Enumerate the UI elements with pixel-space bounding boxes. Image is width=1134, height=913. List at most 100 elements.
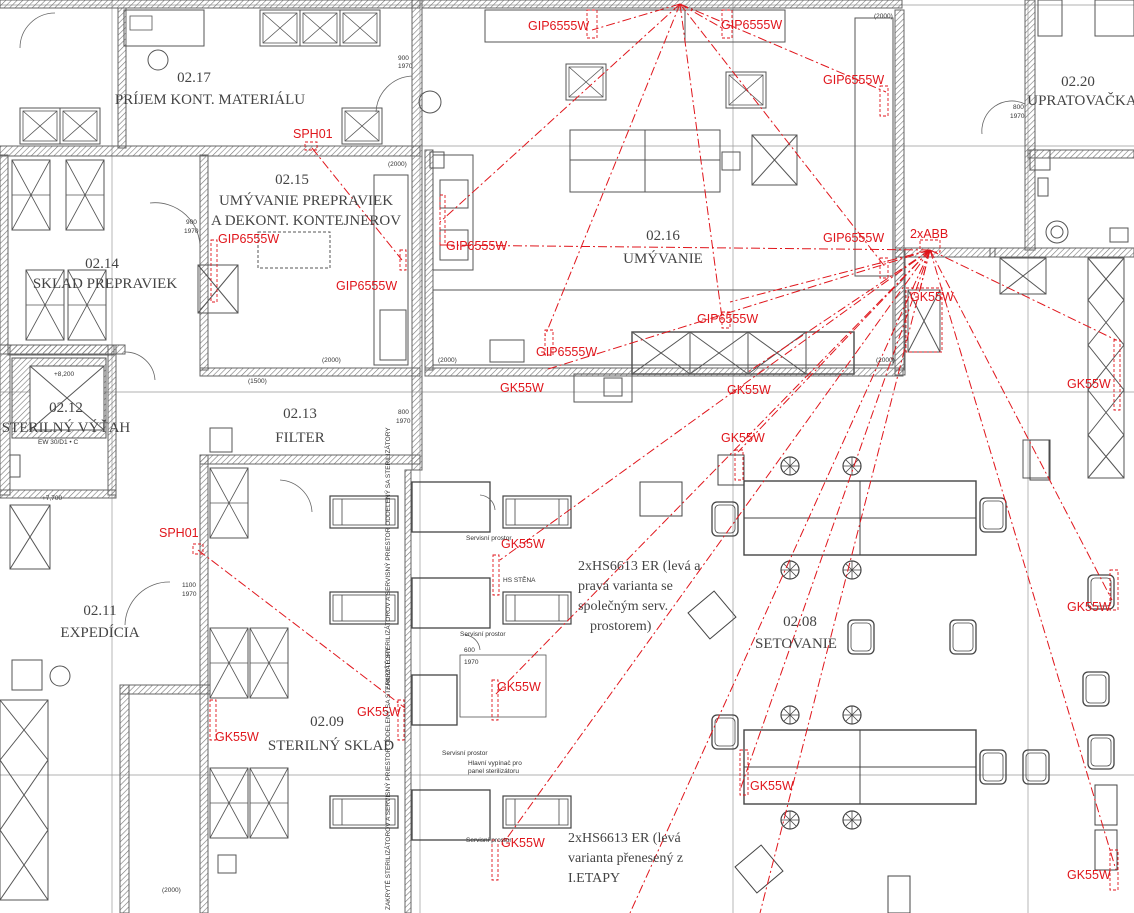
gip-label: GIP6555W [336,279,397,293]
door-width: 600 [464,647,475,654]
room-name-02-11: EXPEDÍCIA [60,624,139,641]
gk-label: GK55W [215,730,259,744]
abb-label: 2xABB [910,227,948,241]
note-1-line-3: společným serv. [578,599,668,614]
gk-label: GK55W [1067,868,1111,882]
clear-height: (2000) [322,357,341,364]
main-switch-note: Hlavní vypínač pro [468,760,522,767]
cable-routes [197,3,1117,913]
gip-label: GIP6555W [218,232,279,246]
dimension-texts: 900 1970 900 1970 800 1970 800 1970 1100… [38,13,1025,910]
sterilizers [329,481,572,841]
gk-label: GK55W [910,290,954,304]
gk-label: GK55W [750,779,794,793]
gk-label: GK55W [497,680,541,694]
service-room-label: Servisní prostor [460,631,506,638]
door-height: 1970 [1010,113,1025,120]
door-swings [19,12,1026,651]
clear-height: (2000) [874,13,893,20]
room-name-02-09: STERILNÝ SKLAD [268,737,394,754]
workstations [639,439,1118,913]
room-02-12-lift [11,357,107,439]
door-height: 1970 [396,418,411,425]
room-name2-02-15: A DEKONT. KONTEJNEROV [211,213,401,229]
room-number-02-14: 02.14 [85,256,119,272]
note-2-line-3: I.ETAPY [568,871,620,886]
equipment-notes: 2xHS6613 ER (levá a pravá varianta se sp… [568,559,701,886]
clear-height: (1500) [248,378,267,385]
note-1-line-1: 2xHS6613 ER (levá a [578,559,701,574]
room-name-02-16: UMÝVANIE [623,250,703,267]
gip-label: GIP6555W [823,73,884,87]
room-02-15-equipment [257,174,409,366]
room-name-02-13: FILTER [275,430,324,446]
room-number-02-16: 02.16 [646,228,680,244]
fire-rating: EW 30/D1 • C [38,439,79,446]
door-width: 800 [398,409,409,416]
wall-note: HS STĚNA [503,575,536,584]
gip-label: GIP6555W [536,345,597,359]
room-02-17-equipment [19,9,445,169]
gip-label: GIP6555W [721,18,782,32]
gip-label: GIP6555W [528,19,589,33]
room-number-02-11: 02.11 [83,603,116,619]
room-number-02-20: 02.20 [1061,74,1095,90]
main-switch-note: panel sterilizátoru [468,768,519,775]
door-width: 900 [186,219,197,226]
room-02-16-equipment [432,9,894,403]
clear-height: (2000) [388,161,407,168]
room-02-20-equipment [907,0,1134,479]
door-width: 1100 [182,582,196,589]
sph-label: SPH01 [159,526,199,540]
device-labels: GIP6555W GIP6555W GIP6555W GIP6555W GIP6… [159,18,1111,882]
gk-label: GK55W [357,705,401,719]
level-mark: +8,200 [54,371,74,378]
gip-label: GIP6555W [823,231,884,245]
door-height: 1970 [464,659,479,666]
vertical-note: ZAKRYTÉ STERILIZÁTOROV A SERVISNÝ PRIEST… [383,647,392,910]
gk-label: GK55W [500,381,544,395]
room-number-02-13: 02.13 [283,406,317,422]
room-02-14-equipment [11,159,239,341]
note-1-line-4: prostorem) [590,619,652,634]
room-number-02-15: 02.15 [275,172,309,188]
gk-label: GK55W [721,431,765,445]
note-2-line-2: varianta přenesený z [568,851,683,866]
door-width: 800 [1013,104,1024,111]
room-02-11-equipment [0,454,71,901]
clear-height: (2000) [162,887,181,894]
room-name-02-08: SETOVANIE [755,636,837,652]
room-number-02-08: 02.08 [783,614,817,630]
gk-label: GK55W [501,836,545,850]
door-height: 1970 [184,228,199,235]
room-number-02-17: 02.17 [177,70,211,86]
room-02-09-equipment [209,427,289,874]
gk-label: GK55W [727,383,771,397]
door-height: 1970 [182,591,197,598]
room-name-02-15: UMÝVANIE PREPRAVIEK [219,192,393,209]
vertical-note: ZAKRYTÉ STERILIZÁTOROV A SERVISNÝ PRIEST… [383,427,392,690]
gip-label: GIP6555W [697,312,758,326]
clear-height: (2000) [438,357,457,364]
level-mark: +7,700 [42,495,62,502]
gk-label: GK55W [1067,600,1111,614]
door-width: 900 [398,55,409,62]
room-labels: 02.17 PRÍJEM KONT. MATERIÁLU 02.15 UMÝVA… [2,70,1134,754]
sph-label: SPH01 [293,127,333,141]
room-number-02-09: 02.09 [310,714,344,730]
note-2-line-1: 2xHS6613 ER (levá [568,831,682,846]
note-1-line-2: pravá varianta se [578,579,673,594]
room-number-02-12: 02.12 [49,400,83,416]
room-name-02-17: PRÍJEM KONT. MATERIÁLU [115,91,305,108]
device-markers [192,9,1121,891]
service-room-label: Servisní prostor [466,535,512,542]
service-room-label: Servisní prostor [466,837,512,844]
room-name-02-14: SKLAD PREPRAVIEK [33,276,177,292]
gip-label: GIP6555W [446,239,507,253]
clear-height: (2000) [876,357,895,364]
gk-label: GK55W [501,537,545,551]
gk-label: GK55W [1067,377,1111,391]
